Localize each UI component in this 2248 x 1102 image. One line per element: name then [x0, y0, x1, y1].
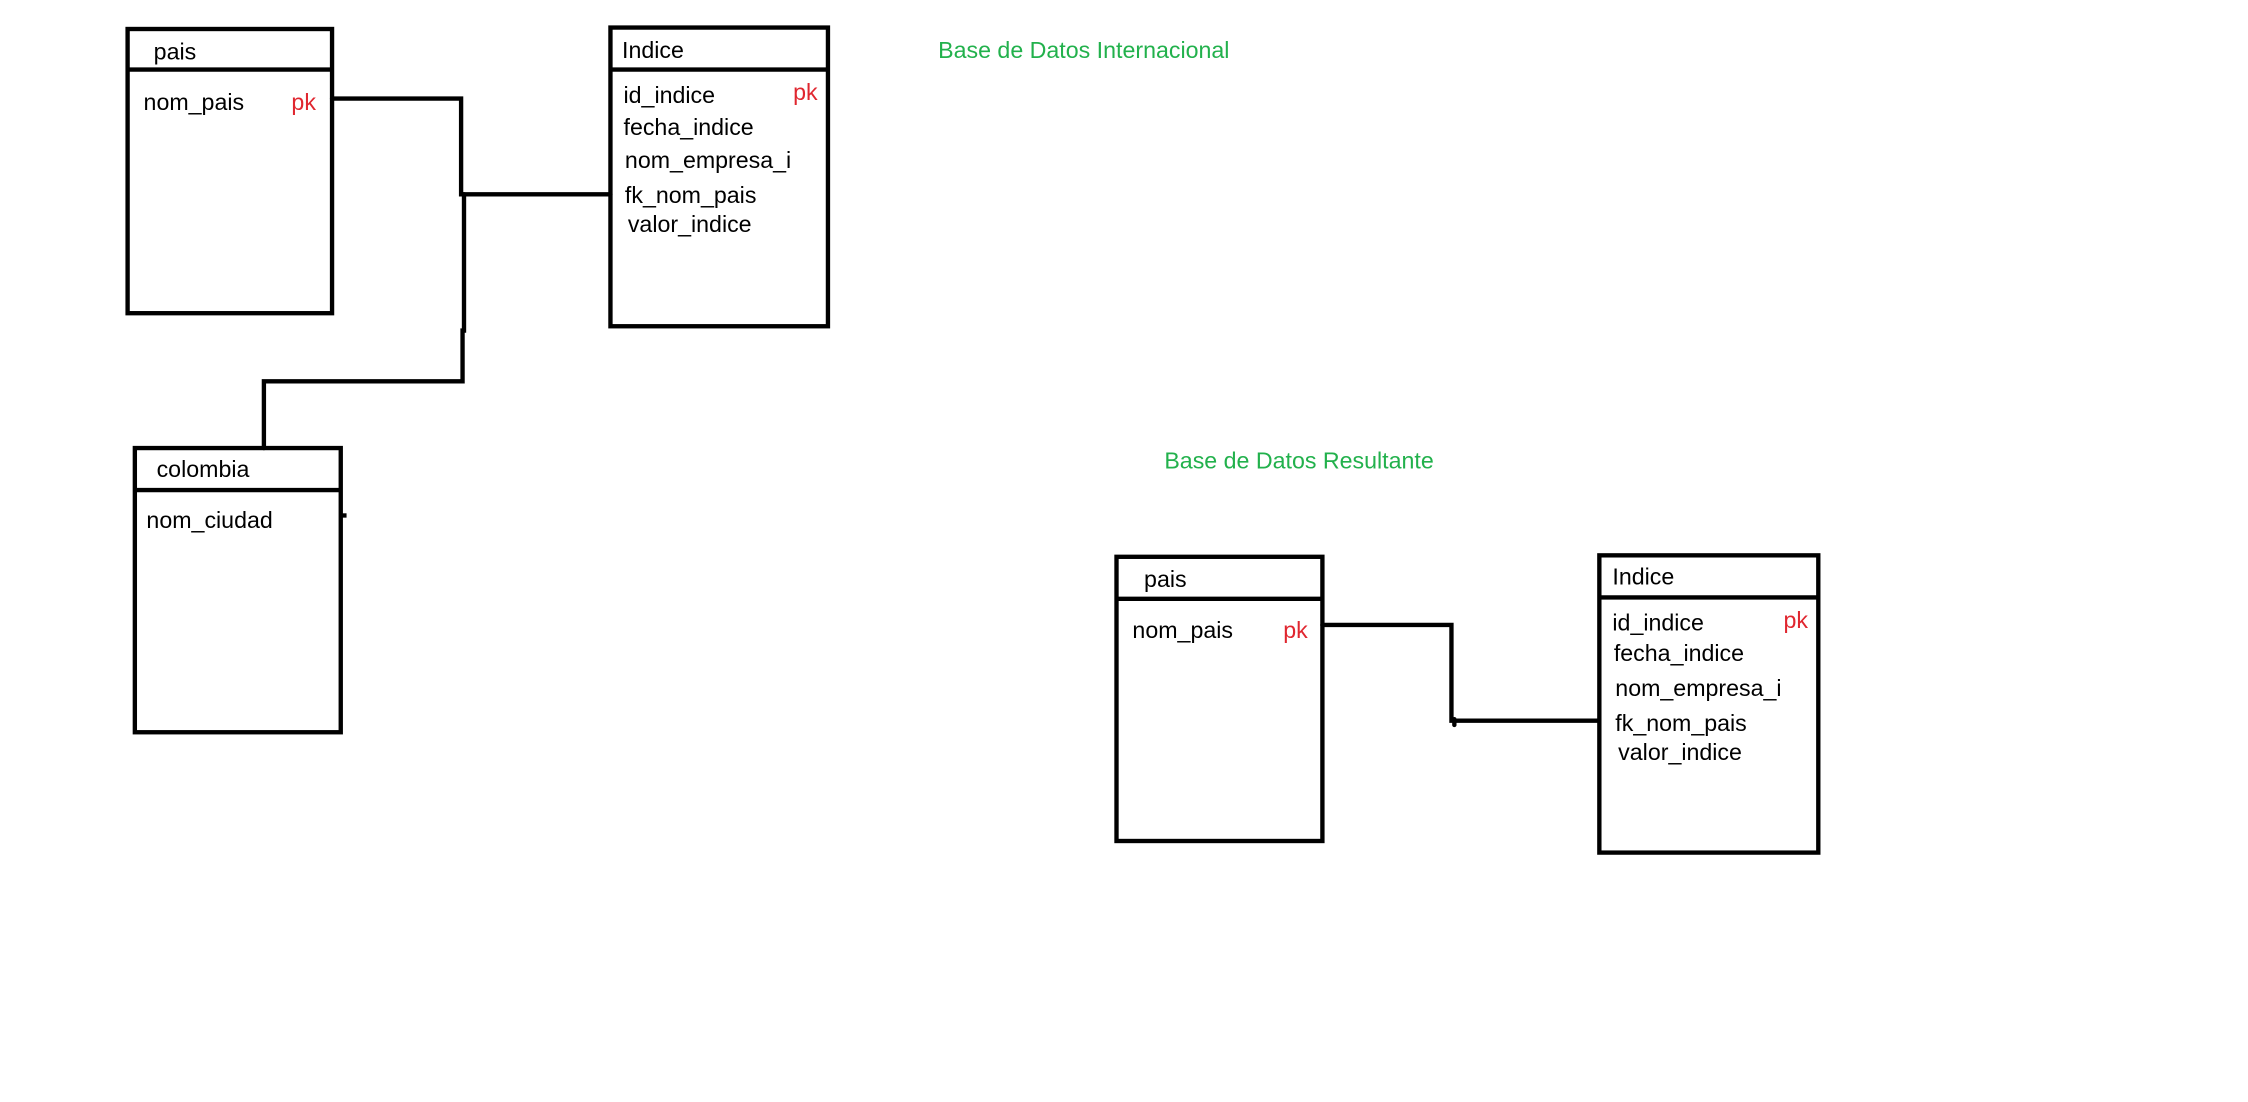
field-nom-pais: nom_pais [144, 89, 245, 115]
table-border [608, 25, 831, 329]
field-nom-ciudad: nom_ciudad [146, 507, 272, 533]
table-border [1114, 554, 1325, 844]
table-pais-international: pais nom_pais pk [125, 26, 335, 316]
table-indice-result: Indice id_indice fecha_indice nom_empres… [1597, 553, 1821, 855]
table-colombia: colombia nom_ciudad [132, 445, 347, 735]
pk-marker: pk [793, 79, 818, 105]
connector-pais-indice [329, 96, 613, 197]
table-title: pais [1144, 566, 1187, 592]
pk-marker: pk [1783, 607, 1808, 633]
table-border [1597, 553, 1821, 855]
table-border [132, 445, 343, 735]
label-db-international: Base de Datos Internacional [938, 37, 1229, 63]
field-fecha-indice: fecha_indice [1614, 640, 1744, 666]
field-valor-indice: valor_indice [1618, 739, 1742, 765]
label-db-result: Base de Datos Resultante [1164, 447, 1433, 473]
pk-marker: pk [1283, 617, 1308, 643]
table-title: colombia [157, 456, 250, 482]
table-title: Indice [622, 37, 684, 63]
relationship-lines-result [1320, 622, 1602, 728]
table-indice-international: Indice id_indice fecha_indice nom_empres… [608, 25, 831, 329]
field-fk-nom-pais: fk_nom_pais [1615, 710, 1746, 736]
pk-marker: pk [291, 89, 316, 115]
table-pais-result: pais nom_pais pk [1114, 554, 1325, 844]
field-valor-indice: valor_indice [628, 211, 752, 237]
connector-indice-colombia [261, 192, 467, 451]
field-id-indice: id_indice [1612, 610, 1704, 636]
field-id-indice: id_indice [624, 82, 716, 108]
field-nom-empresa: nom_empresa_i [625, 147, 791, 173]
table-title: pais [154, 38, 197, 64]
relationship-lines-international [261, 96, 613, 451]
table-border [125, 26, 335, 316]
connector-pais-indice [1320, 622, 1602, 723]
stray-dot [342, 513, 347, 518]
field-nom-pais: nom_pais [1132, 617, 1233, 643]
field-fecha-indice: fecha_indice [624, 114, 754, 140]
field-fk-nom-pais: fk_nom_pais [625, 182, 756, 208]
table-title: Indice [1612, 563, 1674, 589]
field-nom-empresa: nom_empresa_i [1615, 675, 1781, 701]
